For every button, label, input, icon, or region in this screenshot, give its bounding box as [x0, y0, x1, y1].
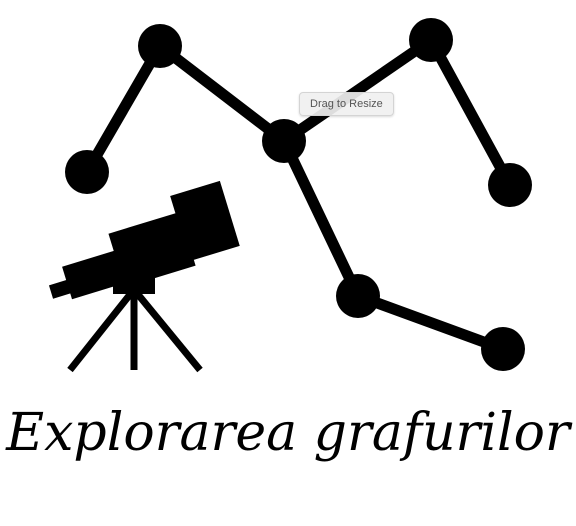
graph-node: [409, 18, 453, 62]
graph-edge: [425, 34, 516, 191]
graph-edge: [278, 135, 364, 302]
graph-node: [262, 119, 306, 163]
graph-node: [138, 24, 182, 68]
image-caption-title: Explorarea grafurilor: [6, 403, 570, 463]
graph-edge: [154, 40, 290, 147]
graph-node: [65, 150, 109, 194]
drag-to-resize-tooltip[interactable]: Drag to Resize: [299, 92, 394, 116]
exploration-illustration: [48, 18, 532, 373]
graph-edge: [81, 40, 166, 178]
graph-node: [481, 327, 525, 371]
graph-edge: [352, 290, 509, 355]
graph-edge: [278, 34, 437, 147]
graph-node: [336, 274, 380, 318]
graph-network-icon: [65, 18, 532, 371]
telescope-icon: [48, 180, 240, 373]
graph-node: [488, 163, 532, 207]
